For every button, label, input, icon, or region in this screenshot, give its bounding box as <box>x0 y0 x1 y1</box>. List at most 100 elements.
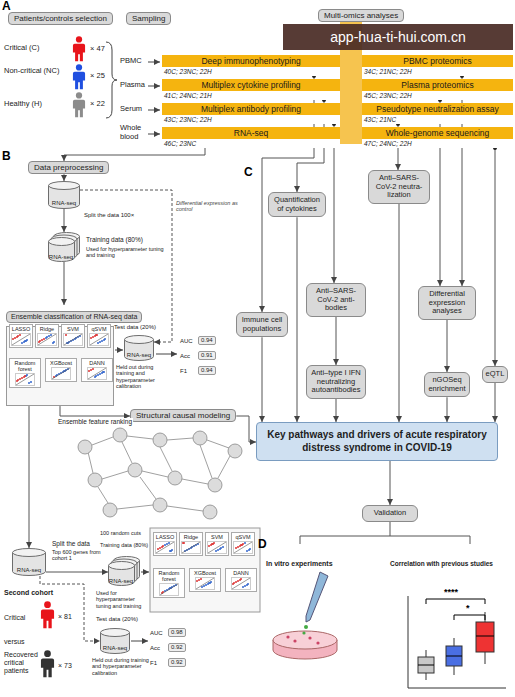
scatter-plot <box>41 339 43 341</box>
scatter-plot <box>235 581 237 583</box>
heading-box: Structural causal modeling <box>130 409 236 422</box>
scatter-plot <box>52 368 71 380</box>
scatter-plot <box>92 336 94 338</box>
scatter-plot <box>12 334 31 346</box>
sample-arrows <box>148 62 160 134</box>
network-nodes <box>78 440 92 454</box>
connector-arrow <box>64 262 65 305</box>
connector-arrow <box>46 572 108 573</box>
node-text: RNA-seq <box>48 254 74 260</box>
assay-bar: PBMC proteomics34C; 21NC; 22H <box>362 55 513 76</box>
node-text: Structural causal modeling <box>136 411 230 420</box>
causal-network <box>98 487 108 503</box>
network-nodes <box>128 463 142 477</box>
label-text: Training data (80%) <box>86 236 143 243</box>
scatter-plot <box>65 334 67 336</box>
label-text: * <box>466 603 470 613</box>
connector-arrow <box>236 416 256 442</box>
model-box: qSVM <box>87 324 111 348</box>
scatter-plot <box>103 371 105 373</box>
scatter-plot <box>24 340 26 342</box>
scatter-plot <box>64 334 83 346</box>
scatter-plot <box>51 367 71 380</box>
summary-box: Key pathways and drivers of acute respir… <box>256 422 498 461</box>
cylinder-shape <box>13 549 46 557</box>
scatter-plot <box>196 578 214 589</box>
petri-dish <box>293 639 296 642</box>
analysis-box: Anti–type I IFN neutralizing autoantibod… <box>306 365 366 399</box>
causal-network <box>88 452 93 473</box>
scatter-plot <box>19 334 21 336</box>
scatter-plot <box>26 339 28 341</box>
scatter-plot <box>38 334 56 345</box>
petri-dish <box>306 572 328 622</box>
node-text: Patients/controls selection <box>14 14 107 23</box>
node-text: Key pathways and drivers of acute respir… <box>265 429 489 454</box>
model-box: XGBoost <box>45 358 77 382</box>
scatter-plot <box>233 582 235 584</box>
label-text: **** <box>444 587 458 597</box>
label-text: app-hua-ti-hui.com.cn <box>283 24 513 50</box>
scatter-plot <box>222 546 224 548</box>
node-text: eQTL <box>485 370 505 379</box>
label-text: × 25 <box>90 72 105 81</box>
scatter-plot <box>50 334 52 336</box>
label-text: 100 random cuts <box>100 530 141 536</box>
scatter-plot <box>30 381 32 383</box>
scatter-plot <box>26 374 28 376</box>
node-text: Differential expression analyses <box>421 290 473 316</box>
scatter-plot <box>48 335 50 337</box>
node-text: 40C; 23NC; 22H <box>162 67 340 76</box>
label-text: In vitro experiments <box>266 560 333 568</box>
label-text: Acc <box>150 645 160 652</box>
node-text: XGBoost <box>47 360 75 366</box>
connector-arrow <box>495 148 496 366</box>
analysis-box: Immune cell populations <box>236 312 288 337</box>
assay-bar: Pseudotype neutralization assay43C; 21NC <box>362 103 513 124</box>
box-plot <box>408 596 506 688</box>
cylinder-shape <box>125 336 154 344</box>
node-text: Anti–type I IFN neutralizing autoantibod… <box>309 369 363 395</box>
petri-dish <box>273 631 337 649</box>
label-text: × 73 <box>58 662 72 670</box>
connector-arrow <box>64 209 65 232</box>
label-text: Whole blood <box>120 124 146 141</box>
patient-icons <box>41 601 54 628</box>
flow-arrows <box>115 350 123 351</box>
scatter-plot <box>211 543 213 545</box>
label-text: Healthy (H) <box>4 100 42 109</box>
scatter-plot <box>99 341 101 343</box>
network-nodes <box>113 428 127 442</box>
scatter-plot <box>53 341 55 343</box>
heading-box: Data preprocessing <box>28 161 109 174</box>
causal-network <box>102 471 128 479</box>
scatter-plot <box>87 367 107 380</box>
scatter-plot <box>90 369 92 371</box>
connector-arrow <box>64 174 65 181</box>
scatter-plot <box>203 585 205 587</box>
scatter-plot <box>207 541 227 554</box>
node-text: qSVM <box>89 326 109 332</box>
label-text: A <box>2 0 11 14</box>
cylinder-shape <box>109 562 135 570</box>
cylinder-shape <box>49 238 75 246</box>
scatter-plot <box>209 582 211 584</box>
scatter-plot <box>16 380 18 382</box>
label-text: D <box>258 538 267 552</box>
scatter-plot <box>21 342 23 344</box>
node-text: Random forest <box>11 360 39 372</box>
model-box: LASSO <box>9 324 33 348</box>
node-text: nGOSeq enrichment <box>427 376 467 393</box>
scatter-plot <box>244 585 246 587</box>
label-text: Split the data <box>52 540 90 547</box>
scatter-plot <box>157 548 159 550</box>
scatter-plot <box>213 542 215 544</box>
label-text: Serum <box>120 105 142 114</box>
scatter-plot <box>39 340 41 342</box>
scatter-plot <box>16 374 35 386</box>
label-text: Non-critical (NC) <box>4 67 60 76</box>
patient-icons <box>73 36 85 61</box>
connector-arrow <box>447 397 448 422</box>
label-text: versus <box>4 638 25 646</box>
node-text: SVM <box>63 326 83 332</box>
